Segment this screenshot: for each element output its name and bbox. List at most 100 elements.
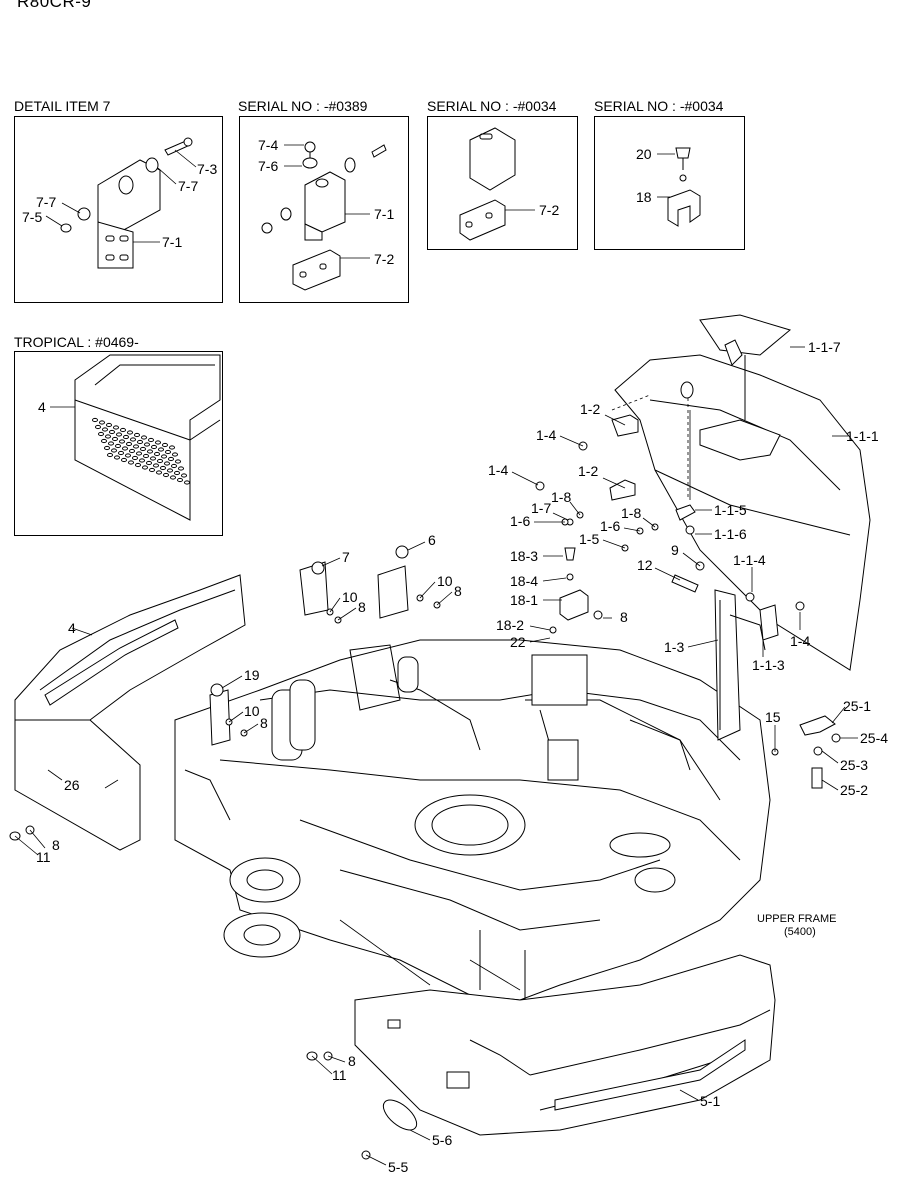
- vent-hole: [119, 439, 125, 444]
- callout-1-1-4: 1-1-4: [733, 552, 766, 568]
- vent-hole: [181, 473, 187, 478]
- serial-box-1: [239, 116, 409, 303]
- vent-hole: [107, 452, 113, 458]
- hinge-brackets: [209, 414, 841, 789]
- serial1-leaders: [284, 144, 370, 259]
- callout-9: 9: [671, 542, 679, 558]
- callout-25-4: 25-4: [860, 730, 888, 746]
- callout-20-box: 20: [636, 146, 652, 162]
- callout-7-5: 7-5: [22, 209, 42, 225]
- vent-hole: [102, 427, 108, 432]
- left-side-cover: [14, 574, 246, 851]
- callout-5-6: 5-6: [432, 1132, 452, 1148]
- callout-11-a: 11: [36, 849, 51, 865]
- callout-8-e: 8: [52, 837, 60, 853]
- model-title: R80CR-9: [17, 0, 92, 11]
- counterweight: [354, 954, 776, 1136]
- upper-frame: [174, 639, 771, 1020]
- detail-header: DETAIL ITEM 7: [14, 98, 111, 114]
- vent-hole: [162, 442, 168, 448]
- vent-hole: [92, 417, 98, 423]
- serial-box-3: [594, 116, 745, 250]
- vent-hole: [147, 449, 153, 454]
- callout-5-1: 5-1: [700, 1093, 720, 1109]
- vent-hole: [155, 440, 161, 445]
- detail-leaders: [45, 149, 197, 243]
- vent-hole: [156, 470, 162, 475]
- callout-7-6: 7-6: [258, 158, 278, 174]
- callout-1-1-7: 1-1-7: [808, 339, 841, 355]
- vent-hole: [133, 444, 139, 449]
- callout-12: 12: [637, 557, 653, 573]
- callout-7-1-detail: 7-1: [162, 234, 182, 250]
- vent-hole: [153, 463, 159, 468]
- callout-26: 26: [64, 777, 80, 793]
- tropical-box: [14, 351, 223, 536]
- engine-hood: [611, 314, 871, 741]
- callout-25-3: 25-3: [840, 757, 868, 773]
- vent-hole: [143, 453, 149, 459]
- serial3-leaders: [657, 153, 675, 198]
- callout-1-1-6: 1-1-6: [714, 526, 747, 542]
- vent-hole: [136, 451, 142, 456]
- upper-frame-label: UPPER FRAME: [757, 913, 836, 925]
- callout-1-3: 1-3: [664, 639, 684, 655]
- vent-hole: [127, 430, 133, 435]
- callout-10-b: 10: [342, 589, 358, 605]
- callout-4-tropical: 4: [38, 399, 46, 415]
- vent-hole: [122, 446, 128, 451]
- main-leaders: [14, 346, 858, 1166]
- callout-15: 15: [765, 709, 781, 725]
- vent-hole: [111, 448, 117, 453]
- vent-hole: [95, 424, 101, 430]
- vent-hole: [118, 450, 124, 456]
- callout-4-main: 4: [68, 620, 76, 636]
- vent-hole: [172, 452, 178, 457]
- callout-1-6-a: 1-6: [510, 513, 530, 529]
- detail-bracket: [60, 137, 193, 269]
- vent-hole: [148, 437, 154, 443]
- serial-header-1: SERIAL NO : -#0389: [238, 98, 368, 114]
- serial-header-3: SERIAL NO : -#0034: [594, 98, 724, 114]
- vent-hole: [167, 468, 173, 473]
- callout-18-1: 18-1: [510, 592, 538, 608]
- serial-box-2: [427, 116, 578, 250]
- vent-hole: [99, 420, 105, 425]
- vent-hole: [135, 462, 141, 468]
- tropical-header: TROPICAL : #0469-: [14, 334, 139, 350]
- vent-hole: [165, 449, 171, 455]
- serial3-parts: [667, 147, 701, 227]
- vent-hole: [123, 434, 129, 440]
- callout-1-4-a: 1-4: [536, 427, 556, 443]
- vent-hole: [141, 435, 147, 440]
- upper-frame-code: (5400): [784, 926, 816, 938]
- vent-hole: [163, 472, 169, 478]
- vent-hole: [129, 448, 135, 454]
- callout-8-b: 8: [454, 583, 462, 599]
- vent-hole: [151, 444, 157, 450]
- vent-hole: [149, 467, 155, 473]
- vent-hole: [114, 455, 120, 460]
- vent-hole: [170, 475, 176, 480]
- vent-hole: [116, 432, 122, 437]
- callout-7-4: 7-4: [258, 137, 278, 153]
- vent-hole: [178, 466, 184, 471]
- callout-8-c: 8: [358, 599, 366, 615]
- vent-hole: [121, 457, 127, 463]
- callout-1-2-a: 1-2: [580, 401, 600, 417]
- callout-18-3: 18-3: [510, 548, 538, 564]
- callout-5-5: 5-5: [388, 1159, 408, 1175]
- vent-hole: [125, 453, 131, 458]
- vent-hole: [115, 443, 121, 449]
- callout-7-7-a: 7-7: [178, 178, 198, 194]
- callout-7-3: 7-3: [197, 161, 217, 177]
- callout-1-8-a: 1-8: [551, 489, 571, 505]
- callout-1-7: 1-7: [531, 500, 551, 516]
- callout-7-2-serial: 7-2: [374, 251, 394, 267]
- detail-box: [14, 116, 223, 303]
- callout-25-1: 25-1: [843, 698, 871, 714]
- callout-10-a: 10: [437, 573, 453, 589]
- vent-hole: [154, 451, 160, 457]
- vent-hole: [109, 429, 115, 435]
